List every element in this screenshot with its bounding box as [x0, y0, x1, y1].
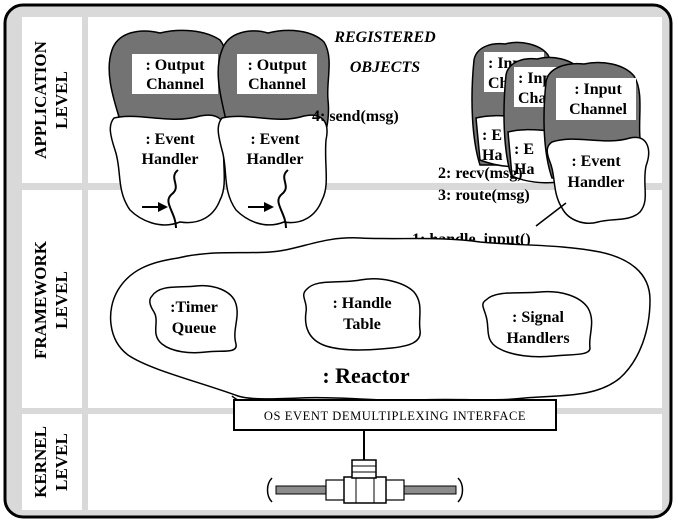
kernel-level-label: KERNEL LEVEL [31, 426, 71, 498]
handle-table-blob [303, 278, 421, 351]
os-interface-label: OS EVENT DEMULTIPLEXING INTERFACE [264, 409, 526, 423]
input-front-handler-shape [546, 136, 650, 224]
application-level-line2: LEVEL [52, 71, 71, 129]
output-channel-2-line2: Channel [248, 76, 306, 93]
output-channel-2: : Output Channel : Event Handler [217, 29, 330, 229]
signal-handlers-blob [482, 290, 593, 358]
kernel-level-line2: LEVEL [52, 433, 71, 491]
os-interface-box [233, 399, 557, 431]
signal-handlers-line1: : Signal [512, 309, 565, 326]
event-handler-1-line1: : Event [145, 131, 195, 148]
input-channel-front: : Input Channel : Event Handler [543, 61, 650, 224]
input-front-handler-line2: Handler [568, 174, 625, 191]
route-message-label: 3: route(msg) [438, 187, 530, 204]
network-connector-icon [266, 459, 464, 504]
input-back-2-handler-line2: Ha [514, 161, 534, 178]
event-handler-1-shape [109, 114, 226, 226]
timer-queue-blob [149, 284, 238, 354]
framework-level-label: FRAMEWORK LEVEL [31, 240, 71, 359]
input-front-line2: Channel [569, 101, 627, 118]
output-channel-1: : Output Channel : Event Handler [108, 29, 228, 229]
output-channel-1-line1: : Output [145, 57, 205, 74]
input-back-1-handler-line2: Ha [482, 147, 502, 164]
registered-objects-line1: REGISTERED [333, 29, 436, 46]
recv-message-label: 2: recv(msg) [438, 165, 523, 182]
event-handler-2-arrow [264, 202, 274, 212]
handle-table-line2: Table [343, 316, 381, 333]
event-handler-2-line1: : Event [250, 131, 300, 148]
registered-objects-line2: OBJECTS [350, 59, 420, 76]
output-channel-1-line2: Channel [146, 76, 204, 93]
timer-queue-line2: Queue [172, 320, 216, 337]
event-handler-2-line2: Handler [247, 151, 304, 168]
kernel-level-line1: KERNEL [31, 426, 50, 498]
handle-table-line1: : Handle [332, 295, 391, 312]
input-front-handler-line1: : Event [571, 153, 621, 170]
event-handler-2-shape [217, 114, 328, 226]
event-handler-1-arrow [158, 202, 168, 212]
signal-handlers-line2: Handlers [506, 330, 569, 347]
framework-level-line1: FRAMEWORK [31, 240, 50, 359]
input-back-2-handler-line1: : E [514, 141, 534, 158]
input-back-2-line2: Cha [518, 90, 546, 107]
event-handler-2-squiggle [277, 169, 289, 229]
event-handler-1-squiggle [167, 169, 179, 229]
input-front-line1: : Input [574, 81, 622, 98]
reactor-label: : Reactor [322, 363, 410, 388]
input-back-2-line1: : Inp [518, 70, 551, 87]
framework-level-line2: LEVEL [52, 271, 71, 329]
input-back-1-handler-line1: : E [482, 127, 502, 144]
output-channel-2-line1: : Output [247, 57, 307, 74]
send-message-label: 4: send(msg) [312, 108, 399, 125]
timer-queue-line1: :Timer [170, 299, 218, 316]
application-level-label: APPLICATION LEVEL [31, 40, 71, 158]
application-level-line1: APPLICATION [31, 40, 50, 158]
event-handler-1-line2: Handler [142, 151, 199, 168]
